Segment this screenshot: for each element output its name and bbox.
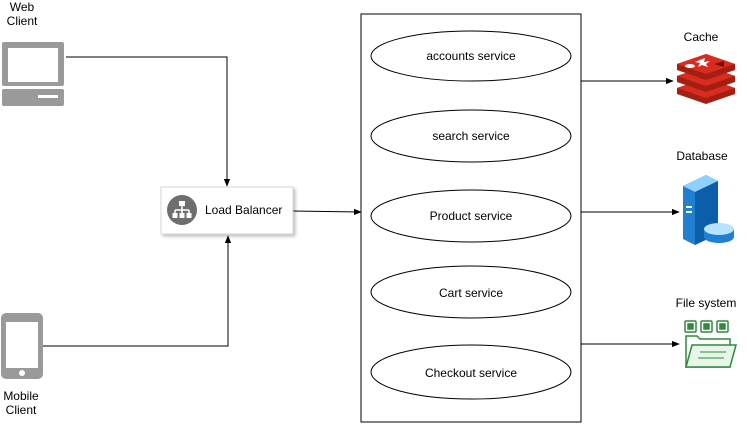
folder-icon bbox=[684, 320, 737, 368]
service-checkout: Checkout service bbox=[370, 344, 572, 400]
mobile-client-label-line1: Mobile bbox=[3, 389, 39, 403]
service-product-label: Product service bbox=[430, 209, 513, 223]
database: Database bbox=[676, 149, 734, 245]
laptop-icon bbox=[2, 42, 64, 106]
file-system-label: File system bbox=[676, 296, 737, 310]
mobile-phone-icon bbox=[1, 313, 43, 379]
mobile-client: Mobile Client bbox=[1, 313, 43, 417]
services-container: accounts service search service Product … bbox=[360, 13, 582, 423]
service-accounts-label: accounts service bbox=[426, 49, 516, 63]
file-system: File system bbox=[676, 296, 737, 368]
edge-mobile-client-to-load-balancer bbox=[43, 235, 232, 347]
service-accounts: accounts service bbox=[370, 30, 572, 82]
service-cart-label: Cart service bbox=[439, 286, 503, 300]
database-label: Database bbox=[676, 149, 728, 163]
service-search: search service bbox=[370, 109, 572, 163]
load-balancer: Load Balancer bbox=[160, 186, 294, 235]
web-client-label-line2: Client bbox=[7, 14, 38, 28]
mobile-client-label-line2: Client bbox=[6, 403, 37, 417]
service-cart: Cart service bbox=[370, 265, 572, 319]
edge-load-balancer-to-services bbox=[291, 208, 362, 216]
connectors bbox=[43, 56, 680, 348]
cache-label: Cache bbox=[684, 30, 719, 44]
database-server-icon bbox=[683, 175, 734, 245]
redis-icon bbox=[677, 54, 735, 104]
service-checkout-label: Checkout service bbox=[425, 366, 517, 380]
edge-web-client-to-load-balancer bbox=[66, 56, 231, 187]
load-balancer-label: Load Balancer bbox=[205, 203, 282, 217]
cache: Cache bbox=[677, 30, 735, 104]
service-product: Product service bbox=[370, 189, 572, 243]
load-balancer-icon bbox=[167, 195, 197, 225]
web-client-label-line1: Web bbox=[10, 0, 35, 14]
service-search-label: search service bbox=[432, 129, 510, 143]
web-client: Web Client bbox=[2, 0, 64, 106]
